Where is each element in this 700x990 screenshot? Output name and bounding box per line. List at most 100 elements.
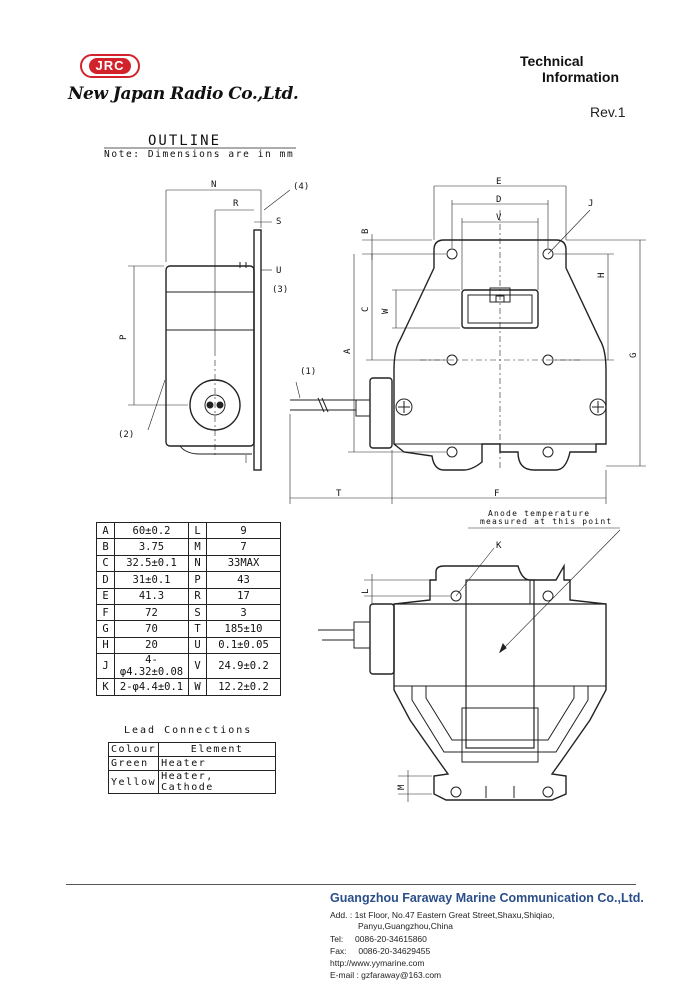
lead-element: Heater, Cathode [158,770,277,794]
footer-address-line1: Add. : 1st Floor, No.47 Eastern Great St… [330,910,555,920]
dim-key: N [188,554,207,573]
dim-label-a: A [343,348,353,354]
dim-key: E [96,587,115,605]
lead-element: Heater [158,756,277,771]
dim-key: H [96,636,115,655]
anode-note-line2: measured at this point [480,517,612,526]
dim-label-d: D [496,195,501,205]
information-heading: Information [542,69,619,85]
dim-value: 7 [206,538,281,556]
lead-header-element: Element [158,742,277,757]
dim-label-b: B [361,229,371,234]
dim-key: C [96,554,115,573]
lead-header-colour: Colour [107,742,160,757]
callout-4: (4) [293,182,309,192]
dim-label-t: T [336,489,342,499]
lead-header-row: Colour Element [107,742,277,757]
dim-value: 41.3 [114,587,189,605]
footer-company: Guangzhou Faraway Marine Communication C… [330,891,644,905]
dim-key: G [96,620,115,638]
dim-key: F [96,603,115,622]
lead-row: Yellow Heater, Cathode [107,770,277,794]
dim-label-u: U [276,266,281,276]
dim-label-m: M [397,784,407,790]
dim-value: 31±0.1 [114,571,189,589]
lead-connections-table: Colour Element Green Heater Yellow Heate… [107,742,277,794]
lead-colour: Yellow [107,770,160,794]
dim-value: 72 [114,603,189,622]
dim-key: R [188,587,207,605]
footer-email[interactable]: E-mail : gzfaraway@163.com [330,970,442,980]
callout-2: (2) [118,430,134,440]
lead-row: Green Heater [107,756,277,771]
dim-label-l: L [361,589,371,594]
dim-key: K [96,678,115,696]
dim-value: 12.2±0.2 [206,678,281,696]
footer-tel: Tel: 0086-20-34615860 [330,934,427,944]
dim-label-j: J [588,199,593,209]
footer-fax: Fax: 0086-20-34629455 [330,946,431,956]
dim-value: 3 [206,603,281,622]
dim-key: P [188,571,207,589]
dim-key: W [188,678,207,696]
dim-key: D [96,571,115,589]
dim-key: M [188,538,207,556]
dim-key: A [96,521,115,540]
side-view-labels: N R S U P (4) (3) (2) [118,180,309,440]
dim-label-v: V [496,213,502,223]
dim-label-r: R [233,199,239,209]
dim-value: 43 [206,571,281,589]
dim-value: 17 [206,587,281,605]
dim-label-c: C [361,307,371,312]
dim-key: L [188,521,207,540]
dim-value: 24.9±0.2 [206,653,281,680]
company-name: New Japan Radio Co.,Ltd. [68,84,299,104]
front-view [289,185,646,504]
dim-value: 20 [114,636,189,655]
jrc-logo-text: JRC [89,58,131,74]
dim-value: 32.5±0.1 [114,554,189,573]
dim-key: U [188,636,207,655]
dim-label-e: E [496,177,501,187]
dim-label-g: G [629,353,639,358]
dim-label-p: P [119,334,129,340]
dim-value: 4-φ4.32±0.08 [114,653,189,680]
dim-key: B [96,538,115,556]
dim-label-h: H [597,273,607,278]
dim-label-s: S [276,217,281,227]
footer-divider [66,884,636,885]
dim-value: 185±10 [206,620,281,638]
bottom-view [318,527,621,802]
dim-key: V [188,653,207,680]
outline-title: OUTLINE [148,133,222,149]
bottom-view-labels: K L M Anode temperature measured at this… [361,509,612,790]
dim-value: 3.75 [114,538,189,556]
front-view-labels: E D V J B H C W A G T F (1) [300,177,639,499]
dim-key: S [188,603,207,622]
dim-value: 0.1±0.05 [206,636,281,655]
dim-value: 60±0.2 [114,521,189,540]
lead-connections-title: Lead Connections [124,725,253,736]
dim-label-k: K [496,541,502,551]
footer-website[interactable]: http://www.yymarine.com [330,958,425,968]
anode-note-line1: Anode temperature [488,509,590,518]
dim-value: 70 [114,620,189,638]
side-view [128,189,291,471]
revision-label: Rev.1 [590,104,626,120]
footer-address-line2: Panyu,Guangzhou,China [358,921,453,931]
dim-label-w: W [381,308,391,314]
outline-note: Note: Dimensions are in mm [104,149,295,160]
dim-label-f: F [494,489,499,499]
